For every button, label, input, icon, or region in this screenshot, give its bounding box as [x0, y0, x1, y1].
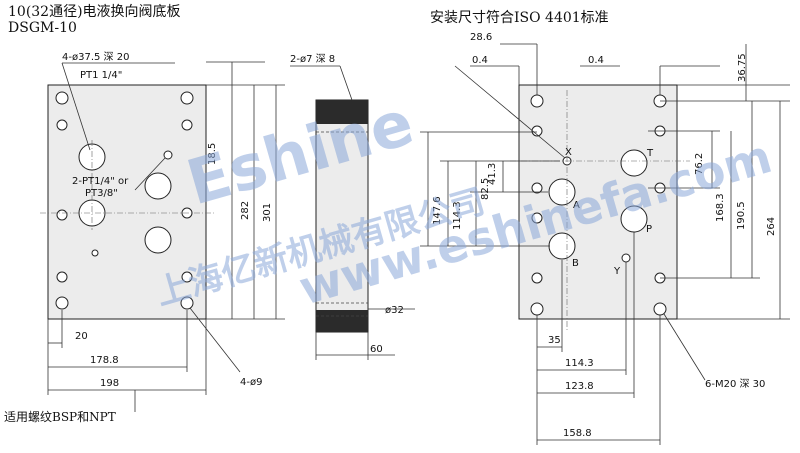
- port-t-hole: [620, 149, 648, 177]
- dim-158-8: 158.8: [563, 428, 592, 439]
- port-hole: [144, 226, 172, 254]
- dim-301: 301: [262, 203, 273, 222]
- port-t-label: T: [646, 148, 654, 159]
- dim-60: 60: [370, 344, 383, 355]
- gauge-port: [91, 249, 99, 257]
- side-plate: [315, 99, 369, 333]
- dim-123-8: 123.8: [565, 381, 594, 392]
- dim-114-3-h: 114.3: [565, 358, 594, 369]
- dim-168-3: 168.3: [715, 193, 726, 222]
- small-hole: [56, 209, 68, 221]
- thread-note: 适用螺纹BSP和NPT: [4, 410, 116, 424]
- model-number: DSGM-10: [8, 20, 77, 36]
- callout-thread: PT1 1/4": [80, 70, 122, 81]
- mount-hole: [180, 296, 194, 310]
- dim-35: 35: [548, 335, 561, 346]
- mount-hole: [55, 91, 69, 105]
- mount-hole: [530, 302, 544, 316]
- small-hole: [181, 271, 193, 283]
- left-view: 4-ø37.5 深 20 PT1 1/4" 2-PT1/4" or PT3/8"…: [40, 51, 285, 412]
- left-plate: [47, 84, 207, 320]
- dim-198: 198: [100, 378, 119, 389]
- callout-thread-m20: 6-M20 深 30: [705, 378, 765, 390]
- dim-0-4-left: 0.4: [472, 55, 488, 66]
- watermark: Eshine www.eshinefa.com 上海亿新机械有限公司: [151, 86, 777, 316]
- watermark-brand: Eshine: [179, 86, 421, 220]
- small-hole: [181, 119, 193, 131]
- small-hole: [56, 119, 68, 131]
- dim-18-5: 18.5: [207, 143, 218, 165]
- middle-view: 2-ø7 深 8 ø32 60: [290, 53, 415, 360]
- small-hole: [56, 271, 68, 283]
- callout-depth: 2-ø7 深 8: [290, 53, 335, 65]
- port-hole: [144, 172, 172, 200]
- dim-190-5: 190.5: [736, 201, 747, 230]
- dim-178-8: 178.8: [90, 355, 119, 366]
- dim-114-3-v: 114.3: [452, 201, 463, 230]
- dim-264: 264: [766, 217, 777, 236]
- port-y-hole: [621, 253, 631, 263]
- small-hole: [531, 212, 543, 224]
- dim-82-5: 82.5: [480, 178, 491, 200]
- mount-hole: [55, 296, 69, 310]
- right-view: X T A P B Y 28.6 0.4 0.4 147.6: [420, 32, 790, 445]
- drawing-title: 10(32通径)电液换向阀底板: [8, 4, 181, 20]
- dim-41-3: 41.3: [487, 163, 498, 185]
- port-a-hole: [548, 178, 576, 206]
- right-plate: [518, 84, 678, 320]
- dim-147-6: 147.6: [432, 196, 443, 225]
- dim-20: 20: [75, 331, 88, 342]
- mount-hole: [180, 91, 194, 105]
- callout-port-1: 2-PT1/4" or: [72, 176, 129, 187]
- callout-port-2: PT3/8": [85, 188, 118, 199]
- dim-36-75: 36.75: [737, 53, 748, 82]
- port-y-label: Y: [613, 266, 621, 277]
- port-a-label: A: [573, 200, 580, 211]
- callout-top: 4-ø37.5 深 20: [62, 51, 129, 63]
- callout-holes: 4-ø9: [240, 377, 262, 388]
- port-p-label: P: [646, 224, 652, 235]
- mount-hole: [653, 302, 667, 316]
- mount-hole: [530, 94, 544, 108]
- standard-note: 安装尺寸符合ISO 4401标准: [430, 10, 609, 26]
- small-hole: [531, 182, 543, 194]
- callout-dia: ø32: [385, 305, 404, 316]
- dim-28-6: 28.6: [470, 32, 492, 43]
- port-b-label: B: [572, 258, 579, 269]
- dim-282: 282: [240, 201, 251, 220]
- small-hole: [531, 272, 543, 284]
- dim-76-2: 76.2: [694, 153, 705, 175]
- dim-0-4-right: 0.4: [588, 55, 604, 66]
- port-x-label: X: [565, 147, 572, 158]
- small-hole: [531, 125, 543, 137]
- gauge-port: [163, 150, 173, 160]
